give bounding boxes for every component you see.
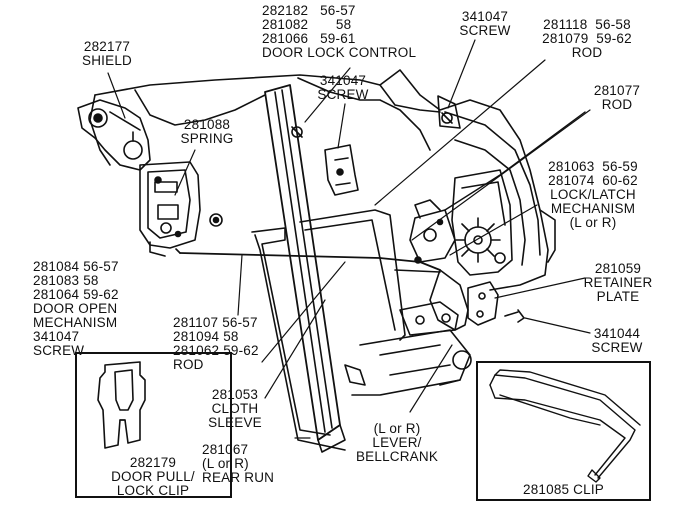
- label-line: (L or R): [569, 215, 617, 230]
- label-line: 281063 56-59: [548, 159, 638, 174]
- label-line: SPRING: [180, 131, 234, 146]
- label-line: (L or R): [373, 421, 421, 436]
- label-line: REAR RUN: [202, 470, 275, 485]
- label-line: 281074 60-62: [548, 173, 638, 188]
- lower-cutout: [439, 350, 472, 386]
- label-line: SCREW: [317, 87, 369, 102]
- label-line: 282182 56-57: [262, 3, 356, 18]
- label-line: LOCK CLIP: [116, 483, 190, 498]
- clip-281085-inset: [476, 361, 651, 501]
- label-line: 281088: [183, 117, 231, 132]
- label-line: 281064 59-62: [33, 287, 119, 302]
- label-line: SLEEVE: [208, 415, 262, 430]
- shield-part: [77, 99, 151, 171]
- label-line: SHIELD: [82, 53, 132, 68]
- label-line: 281083 58: [33, 273, 99, 288]
- clip-281085-drawing: [489, 369, 641, 483]
- label-line: 282179: [129, 455, 177, 470]
- label-line: ROD: [601, 97, 633, 112]
- label-line: 281118 56-58: [543, 17, 631, 32]
- label-clip-281085: 281085 CLIP: [522, 482, 604, 497]
- label-line: PLATE: [596, 289, 640, 304]
- label-line: 281066 59-61: [262, 31, 356, 46]
- label-line: 281084 56-57: [33, 259, 119, 274]
- door-pull-clip-inset: [75, 352, 232, 498]
- leader-lines: [107, 39, 591, 439]
- window-frame: [251, 84, 471, 453]
- label-line: LOCK/LATCH: [550, 187, 636, 202]
- long-rod: [175, 248, 441, 271]
- door-pull-clip-drawing: [97, 361, 146, 449]
- label-rear-run: 281067(L or R)REAR RUN: [202, 443, 274, 485]
- label-line: SCREW: [33, 343, 85, 358]
- label-line: DOOR PULL/: [111, 469, 195, 484]
- label-line: 281082 58: [262, 17, 352, 32]
- label-line: 341047: [319, 73, 367, 88]
- label-line: SCREW: [591, 340, 643, 355]
- label-line: 281094 58: [173, 329, 239, 344]
- label-line: BELLCRANK: [355, 449, 439, 464]
- label-line: 341044: [593, 326, 641, 341]
- lever-bellcrank-part: [394, 269, 469, 336]
- label-line: DOOR OPEN: [33, 301, 118, 316]
- label-line: 341047: [461, 9, 509, 24]
- label-line: 282177: [83, 39, 131, 54]
- retainer-plate-part: [467, 281, 525, 326]
- label-lever-bellcrank: (L or R)LEVER/BELLCRANK: [345, 422, 449, 464]
- upper-screw-part: [291, 95, 461, 138]
- label-line: CLOTH: [211, 401, 259, 416]
- label-line: 281077: [593, 83, 641, 98]
- label-line: 281067: [202, 442, 249, 457]
- label-line: 281059: [594, 261, 642, 276]
- label-line: (L or R): [202, 456, 249, 471]
- label-line: 281107 56-57: [173, 315, 258, 330]
- label-line: DOOR LOCK CONTROL: [262, 45, 417, 60]
- lock-latch-mechanism-part: [409, 169, 513, 276]
- label-line: 281079 59-62: [542, 31, 632, 46]
- door-open-mechanism-part: [139, 161, 223, 257]
- label-line: SCREW: [459, 23, 511, 38]
- label-line: 281062 59-62: [173, 343, 259, 358]
- label-line: ROD: [173, 357, 204, 372]
- label-line: LEVER/: [372, 435, 422, 450]
- label-line: MECHANISM: [550, 201, 636, 216]
- label-line: RETAINER: [583, 275, 653, 290]
- label-line: MECHANISM: [33, 315, 118, 330]
- label-line: ROD: [571, 45, 603, 60]
- label-line: 281053: [211, 387, 259, 402]
- label-line: 341047: [33, 329, 80, 344]
